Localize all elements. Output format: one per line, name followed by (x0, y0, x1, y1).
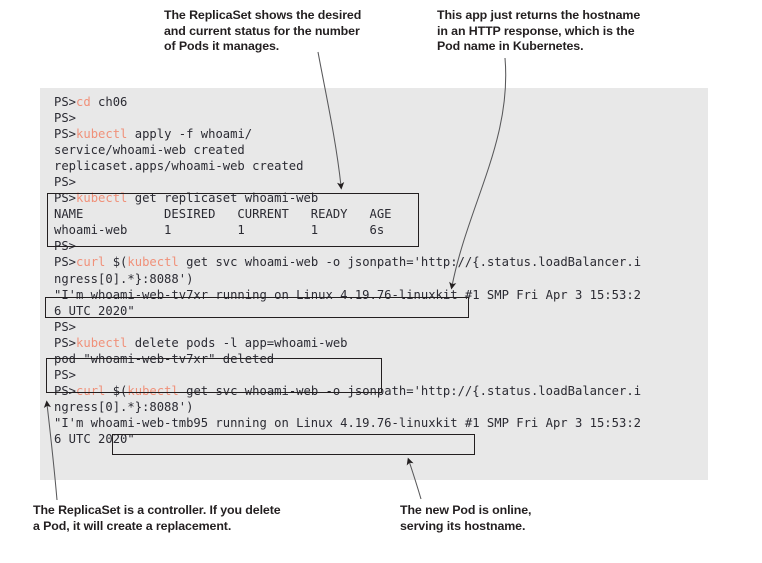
terminal-line: PS>cd ch06 (54, 94, 641, 110)
terminal-text: 6 UTC 2020" (54, 431, 135, 446)
arrow-to-replicaset-table (317, 51, 345, 190)
terminal-line: PS>kubectl get replicaset whoami-web (54, 190, 641, 206)
terminal-command-name: kubectl (127, 255, 179, 270)
terminal-text: $( (105, 255, 128, 270)
terminal-line: PS> (54, 319, 641, 335)
terminal-text: get svc whoami-web -o jsonpath='http://{… (178, 383, 642, 398)
terminal-command-name: kubectl (76, 335, 128, 350)
terminal-line: 6 UTC 2020" (54, 303, 641, 319)
terminal-prompt: PS> (54, 127, 77, 142)
terminal-text: get svc whoami-web -o jsonpath='http://{… (178, 255, 642, 270)
callout-controller-replacement: The ReplicaSet is a controller. If you d… (33, 503, 281, 533)
terminal-prompt: PS> (54, 175, 77, 190)
terminal-text: 6 UTC 2020" (54, 303, 135, 318)
terminal-text: delete pods -l app=whoami-web (127, 335, 348, 350)
terminal-prompt: PS> (54, 191, 77, 206)
terminal-line: PS>kubectl delete pods -l app=whoami-web (54, 335, 641, 351)
terminal-line: ngress[0].*}:8088') (54, 271, 641, 287)
terminal-line: NAME DESIRED CURRENT READY AGE (54, 206, 641, 222)
terminal-text: get replicaset whoami-web (127, 191, 319, 206)
terminal-command-name: cd (76, 95, 91, 109)
terminal-prompt: PS> (54, 255, 77, 270)
arrow-to-response-line (449, 57, 507, 290)
terminal-line: whoami-web 1 1 1 6s (54, 222, 641, 238)
terminal-prompt: PS> (54, 367, 77, 382)
terminal-text: ngress[0].*}:8088') (54, 399, 194, 414)
terminal-prompt: PS> (54, 95, 77, 109)
terminal-line: PS>curl $(kubectl get svc whoami-web -o … (54, 383, 641, 399)
arrow-to-delete-output (43, 400, 58, 501)
arrow-to-new-pod-name (406, 457, 422, 500)
terminal-line: service/whoami-web created (54, 142, 641, 158)
terminal-line: PS> (54, 174, 641, 190)
terminal-text: $( (105, 383, 128, 398)
terminal-line: PS>curl $(kubectl get svc whoami-web -o … (54, 254, 641, 270)
terminal-prompt: PS> (54, 319, 77, 334)
terminal-command-name: curl (76, 383, 106, 398)
terminal-line: PS> (54, 367, 641, 383)
terminal-text: replicaset.apps/whoami-web created (54, 159, 304, 174)
terminal-text: ch06 (90, 95, 128, 109)
terminal-command-name: curl (76, 255, 106, 270)
terminal-text: ngress[0].*}:8088') (54, 271, 194, 286)
terminal-prompt: PS> (54, 335, 77, 350)
terminal-text: NAME DESIRED CURRENT READY AGE (54, 207, 392, 222)
terminal-text: service/whoami-web created (54, 143, 245, 158)
terminal-line: ngress[0].*}:8088') (54, 399, 641, 415)
terminal-text: "I'm whoami-web-tv7xr running on Linux 4… (54, 287, 641, 302)
terminal-command-name: kubectl (127, 383, 179, 398)
callout-replicaset-status: The ReplicaSet shows the desired and cur… (164, 8, 362, 54)
terminal-prompt: PS> (54, 111, 77, 126)
terminal-line: replicaset.apps/whoami-web created (54, 158, 641, 174)
terminal-command-name: kubectl (76, 191, 128, 206)
terminal-line: PS>kubectl apply -f whoami/ (54, 126, 641, 142)
terminal-line: "I'm whoami-web-tv7xr running on Linux 4… (54, 287, 641, 303)
terminal-text: apply -f whoami/ (127, 127, 253, 142)
callout-hostname-response: This app just returns the hostname in an… (437, 8, 641, 54)
terminal-prompt: PS> (54, 383, 77, 398)
terminal-line: 6 UTC 2020" (54, 431, 641, 447)
terminal-line: PS> (54, 110, 641, 126)
terminal-line: "I'm whoami-web-tmb95 running on Linux 4… (54, 415, 641, 431)
terminal-text: whoami-web 1 1 1 6s (54, 223, 385, 238)
callout-new-pod-online: The new Pod is online, serving its hostn… (400, 503, 532, 533)
terminal-command-name: kubectl (76, 127, 128, 142)
terminal-text: "I'm whoami-web-tmb95 running on Linux 4… (54, 415, 641, 430)
